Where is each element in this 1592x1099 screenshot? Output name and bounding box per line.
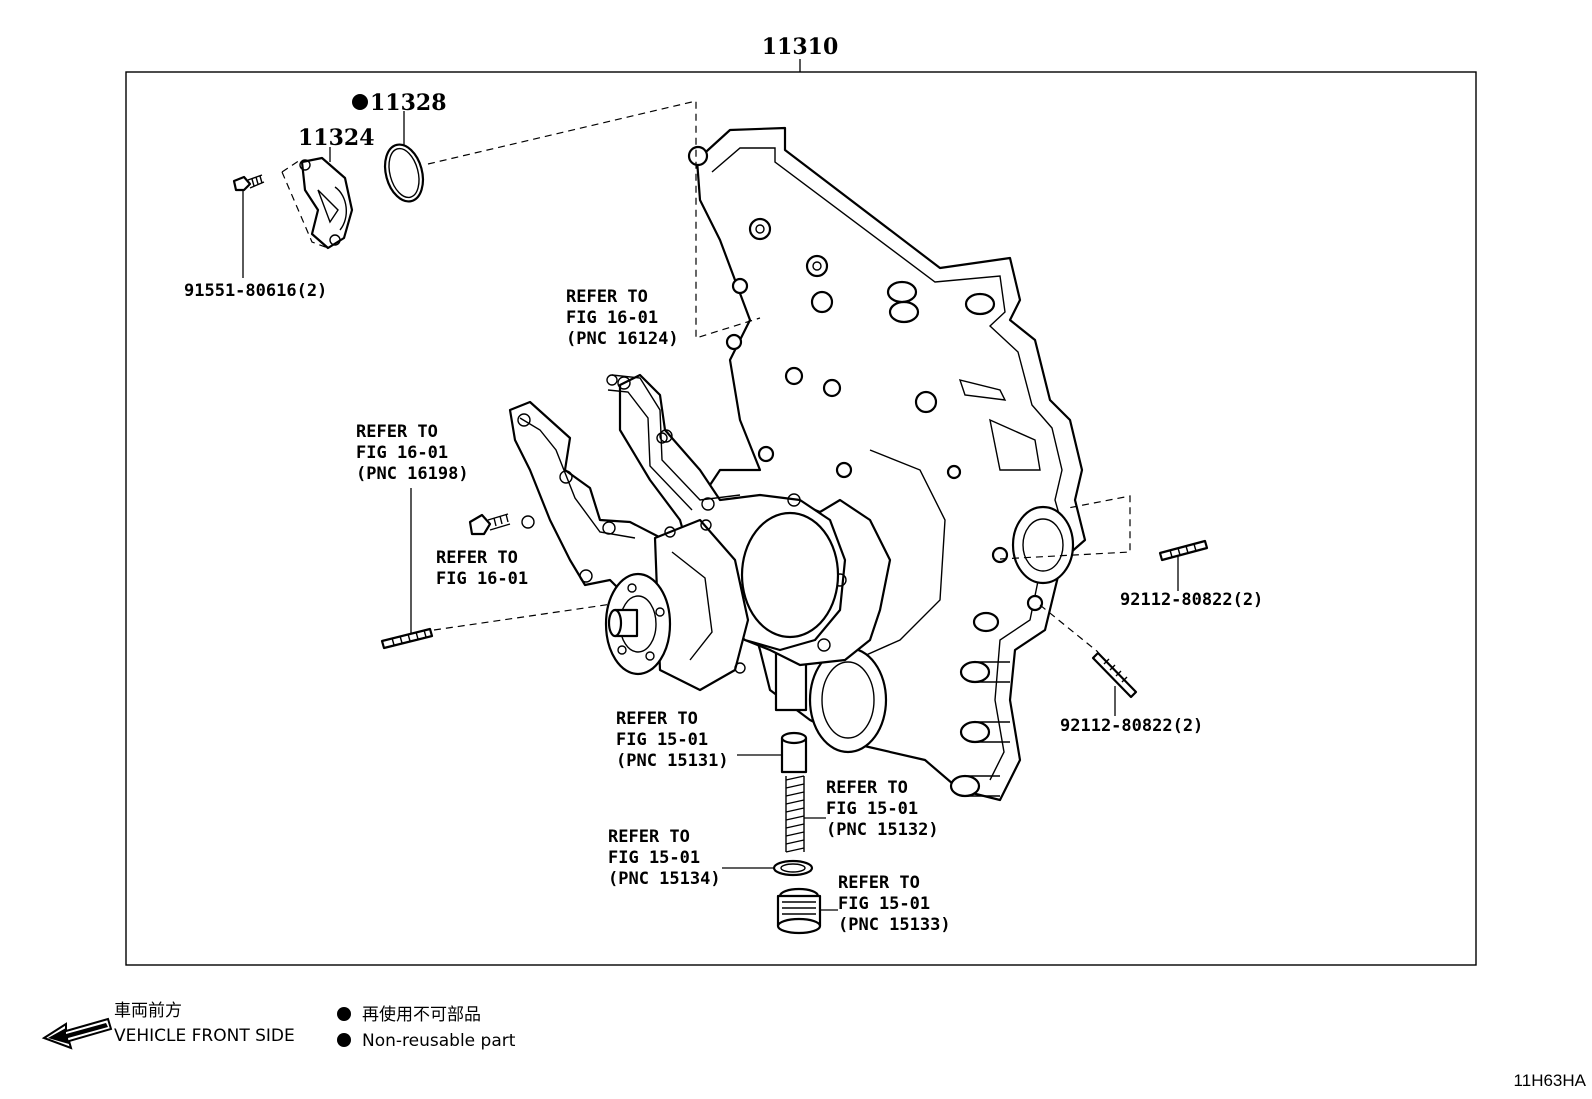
svg-text:REFER TO: REFER TO [826,778,908,798]
svg-text:FIG 16-01: FIG 16-01 [566,308,658,328]
non-reusable-dot [352,94,368,110]
ref-16198[interactable]: REFER TO FIG 16-01 (PNC 16198) [356,422,469,484]
part-11324-plate[interactable] [299,156,354,250]
part-11324-dash [281,159,329,249]
label-bolt-91551[interactable]: 91551-80616(2) [184,281,327,301]
label-stud-right-upper[interactable]: 92112-80822(2) [1120,590,1263,610]
legend-nonreuse-en: Non-reusable part [362,1031,516,1051]
water-pump[interactable] [604,373,847,692]
label-stud-right-lower[interactable]: 92112-80822(2) [1060,716,1203,736]
svg-text:(PNC 16198): (PNC 16198) [356,464,469,484]
legend-front-en: VEHICLE FRONT SIDE [114,1026,295,1046]
svg-text:FIG 15-01: FIG 15-01 [838,894,930,914]
pump-bolt[interactable] [468,513,511,536]
svg-text:FIG 15-01: FIG 15-01 [826,799,918,819]
stud-left[interactable] [380,627,434,650]
timing-cover-gasket[interactable] [606,374,741,511]
stud-left-dash [433,603,613,631]
legend-dot-en-icon [337,1033,351,1047]
oring-dash [427,100,761,339]
stud-right-lower[interactable] [1091,651,1138,699]
svg-text:REFER TO: REFER TO [616,709,698,729]
svg-text:FIG 15-01: FIG 15-01 [616,730,708,750]
ref-15132[interactable]: REFER TO FIG 15-01 (PNC 15132) [826,778,939,840]
bolt-91551[interactable] [232,174,265,192]
svg-text:FIG 16-01: FIG 16-01 [356,443,448,463]
label-11328[interactable]: 11328 [370,90,447,116]
svg-text:(PNC 16124): (PNC 16124) [566,329,679,349]
label-11324[interactable]: 11324 [298,125,375,151]
svg-text:REFER TO: REFER TO [608,827,690,847]
stud-right-dash-lower [1039,604,1099,653]
stud-right-upper[interactable] [1158,539,1209,562]
svg-text:(PNC 15134): (PNC 15134) [608,869,721,889]
legend-dot-jp-icon [337,1007,351,1021]
svg-text:(PNC 15131): (PNC 15131) [616,751,729,771]
ref-15133[interactable]: REFER TO FIG 15-01 (PNC 15133) [838,873,951,935]
stud-right-dash-upper [999,495,1131,560]
assembly-frame [125,71,1477,966]
ref-15134[interactable]: REFER TO FIG 15-01 (PNC 15134) [608,827,721,889]
svg-text:REFER TO: REFER TO [566,287,648,307]
figure-code: 11H63HA [1514,1071,1587,1090]
assembly-number[interactable]: 11310 [762,34,839,60]
ref-16124[interactable]: REFER TO FIG 16-01 (PNC 16124) [566,287,679,349]
vehicle-front-arrow-icon [41,1017,113,1050]
svg-text:REFER TO: REFER TO [838,873,920,893]
ref-15131[interactable]: REFER TO FIG 15-01 (PNC 15131) [616,709,729,771]
ref-1601[interactable]: REFER TO FIG 16-01 [436,548,528,589]
svg-text:FIG 16-01: FIG 16-01 [436,569,528,589]
svg-text:FIG 15-01: FIG 15-01 [608,848,700,868]
relief-valve-stack[interactable] [772,731,822,935]
svg-text:(PNC 15133): (PNC 15133) [838,915,951,935]
legend-nonreuse-jp: 再使用不可部品 [362,1004,481,1025]
svg-text:REFER TO: REFER TO [436,548,518,568]
svg-text:(PNC 15132): (PNC 15132) [826,820,939,840]
timing-chain-cover[interactable] [687,126,1087,802]
svg-text:REFER TO: REFER TO [356,422,438,442]
legend-front-jp: 車両前方 [114,1001,182,1021]
